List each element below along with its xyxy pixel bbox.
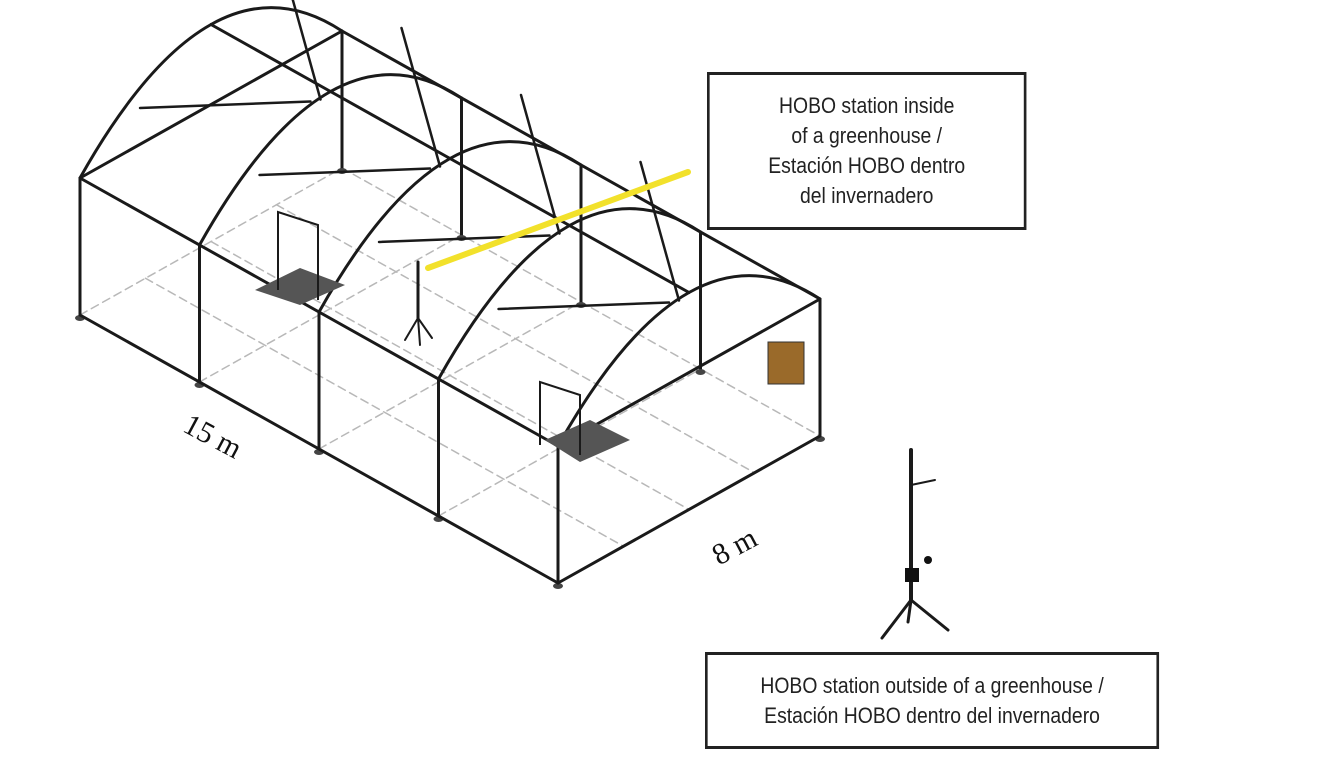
inside-label-line: of a greenhouse / — [791, 123, 943, 148]
inside-label-line: HOBO station inside — [779, 93, 955, 118]
door — [539, 380, 581, 455]
ridge-beam — [329, 90, 452, 160]
data-logger — [905, 568, 919, 582]
tripod-leg — [909, 598, 950, 632]
door — [277, 210, 319, 300]
roof-brace — [291, 0, 322, 101]
inside-station-label: HOBO station inside of a greenhouse / Es… — [707, 72, 1027, 230]
ridge-beam — [568, 224, 691, 294]
right-end-rail — [556, 297, 822, 448]
pallet — [545, 420, 630, 462]
pallet — [255, 268, 345, 305]
ridge-beam — [209, 23, 332, 93]
roof-brace — [258, 167, 432, 177]
outside-label-line: Estación HOBO dentro del invernadero — [764, 702, 1100, 728]
post-foot — [553, 583, 563, 589]
roof-brace — [138, 100, 312, 110]
front-bottom-rail — [78, 313, 560, 585]
tripod-leg — [404, 317, 419, 341]
inside-label-line: del invernadero — [799, 183, 934, 208]
control-panel — [767, 341, 805, 385]
floor-line — [144, 277, 625, 547]
front-top-rail — [78, 176, 560, 448]
roof-brace — [497, 301, 671, 311]
tripod-leg — [880, 598, 913, 640]
outside-label-line: HOBO station outside of a greenhouse / — [760, 672, 1104, 698]
ridge-beam — [448, 157, 571, 227]
post-foot — [695, 369, 706, 375]
roof-arch — [556, 274, 821, 447]
back-top-rail — [340, 29, 822, 301]
floor-line — [79, 167, 343, 316]
tripod-leg — [906, 598, 913, 624]
floor-line — [198, 234, 463, 383]
pointer-line — [425, 169, 691, 271]
tripod-leg — [417, 317, 421, 346]
sensor-arm — [910, 479, 936, 486]
outside-station-label: HOBO station outside of a greenhouse / E… — [705, 652, 1160, 749]
sensor — [924, 556, 932, 564]
roof-brace — [400, 26, 442, 168]
right-end-bottom-rail — [556, 434, 822, 585]
roof-brace — [519, 93, 561, 235]
inside-label-line: Estación HOBO dentro — [768, 153, 966, 178]
tripod-leg — [417, 317, 433, 339]
left-end-rail — [78, 29, 344, 180]
floor-line — [318, 301, 582, 450]
